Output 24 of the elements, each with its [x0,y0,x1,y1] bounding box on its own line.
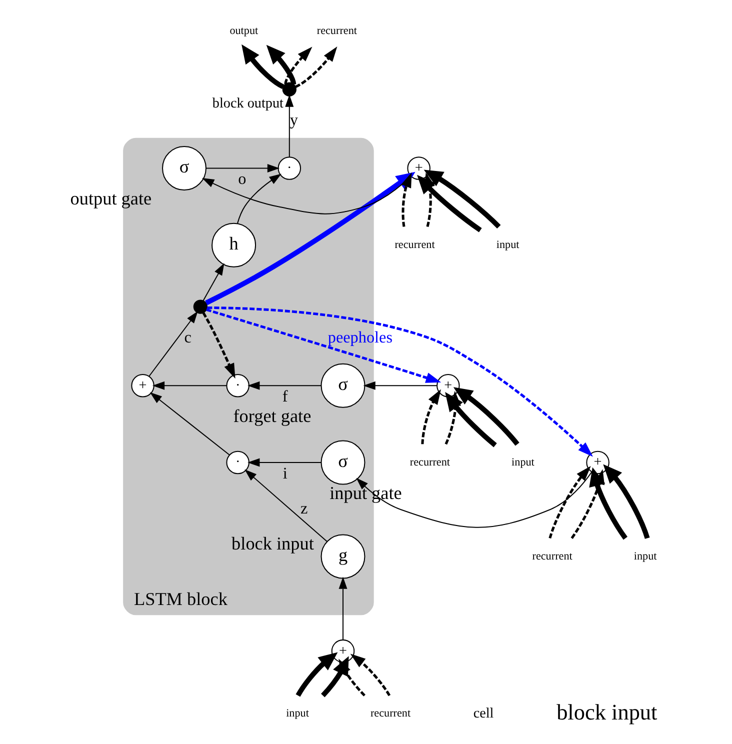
edge-label: z [300,500,308,517]
edge-label: peepholes [328,328,392,346]
edge-label: c [184,328,192,346]
node-text: output [230,24,258,37]
edge-label: f [282,388,288,406]
node-label: block output [212,94,284,111]
node-label: output gate [70,188,152,208]
node-text: input [634,550,657,562]
edge-label: o [238,170,246,188]
label: cell [473,704,494,721]
node-label: forget gate [233,405,312,426]
node-text: recurrent [532,550,572,562]
node-text: recurrent [410,456,450,468]
node-text: input [512,456,534,468]
node-text: input [286,707,309,720]
label: block input [556,698,658,724]
node-text: input [496,238,520,250]
node-text: recurrent [370,707,411,720]
edge-label: y [290,112,298,129]
node-label: input gate [330,482,402,502]
node-label: block input [232,532,314,553]
node-text: recurrent [316,24,357,37]
node-text: recurrent [394,238,435,250]
edge-label: i [282,464,288,482]
